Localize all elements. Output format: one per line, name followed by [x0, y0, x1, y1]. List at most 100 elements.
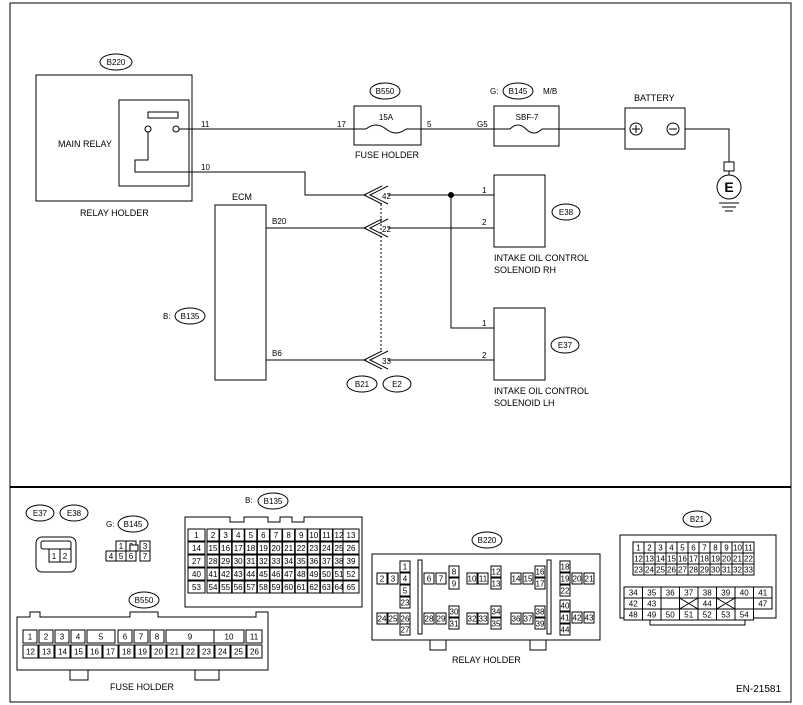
b135-pin-22: 22 — [297, 544, 306, 553]
b135-pin-64: 64 — [335, 583, 344, 592]
b220-pin-41: 41 — [561, 614, 570, 623]
b550-pin-5-cell — [86, 629, 116, 644]
b550-pin-19-cell — [134, 644, 151, 659]
b135-pin-57: 57 — [246, 583, 255, 592]
b21-pin-2: 2 — [647, 544, 652, 553]
b21-pin-24: 24 — [645, 566, 654, 575]
b135-pin-13-cell — [342, 528, 360, 542]
b550-pin-12-cell — [22, 644, 39, 659]
b135-face-prefix: B: — [245, 496, 253, 505]
b220-pin-29-cell — [435, 612, 447, 625]
mb-prefix: G: — [490, 87, 498, 96]
b21-pin-4: 4 — [669, 544, 674, 553]
b550-pin-15: 15 — [74, 648, 83, 657]
b135-pin-51: 51 — [335, 570, 344, 579]
relay-holder: B220 MAIN RELAY RELAY HOLDER 11 10 — [35, 53, 210, 218]
b145-face-tag — [117, 515, 149, 533]
b135-pin-40-cell — [187, 567, 206, 581]
b550-pin-26: 26 — [250, 648, 259, 657]
b135-pin-33-cell — [269, 554, 283, 568]
mb-pin-g5: G5 — [477, 120, 488, 129]
b220-pin-25: 25 — [389, 615, 398, 624]
b135-pin-50-cell — [319, 567, 333, 581]
b21-pin-42: 42 — [629, 600, 638, 609]
ecm-box — [214, 204, 267, 381]
fuse-pin-17: 17 — [337, 120, 346, 129]
b220-pin-11-cell — [477, 572, 489, 585]
b135-pin-43-cell — [231, 567, 245, 581]
b220-pin-27: 27 — [401, 626, 410, 635]
b21-pin-1: 1 — [636, 544, 641, 553]
b220-rib — [546, 559, 552, 635]
b21-pin-48: 48 — [629, 611, 638, 620]
solenoid-rh-box — [493, 174, 546, 248]
b550-pin-18: 18 — [122, 648, 131, 657]
b21-pin-11: 11 — [744, 544, 753, 553]
b21-pin-47: 47 — [758, 600, 767, 609]
chev-33-a — [362, 350, 383, 370]
b135-pin-63: 63 — [322, 583, 331, 592]
e37-label: E37 — [558, 341, 573, 350]
b145-pin-4: 4 — [109, 552, 114, 561]
b135-pin-52: 52 — [347, 570, 356, 579]
b220-pin-1: 1 — [403, 563, 408, 572]
b220-pin-13-cell — [490, 577, 502, 590]
b220-pin-35: 35 — [492, 620, 501, 629]
b135-pin-30-cell — [231, 554, 245, 568]
b220-pin-34-cell — [490, 605, 502, 618]
joint-22-label: 22 — [382, 225, 391, 234]
b135-pin-59-cell — [269, 580, 283, 594]
b550-pin-16-cell — [86, 644, 103, 659]
joint-42: 42 — [362, 185, 391, 205]
b550-pin-2-cell — [38, 629, 54, 644]
b135-pin-30: 30 — [234, 557, 243, 566]
b220-pin-17-cell — [534, 577, 546, 590]
b21-pin-7: 7 — [702, 544, 707, 553]
b550-pin-15-cell — [70, 644, 87, 659]
b550-pin-6-cell — [117, 629, 133, 644]
relay-coil-wire — [134, 132, 189, 173]
e3738-pin-1: 1 — [52, 552, 57, 561]
b135-pin-58: 58 — [259, 583, 268, 592]
b220-pin-11: 11 — [479, 575, 488, 584]
b135-pin-10-cell — [307, 528, 321, 542]
joint-33: 33 — [362, 350, 391, 370]
b550-pin-21: 21 — [170, 648, 179, 657]
b135-pin-42-cell — [219, 567, 233, 581]
b135-pin-20-cell — [269, 541, 283, 555]
b550-pin-25: 25 — [234, 648, 243, 657]
solenoid-rh: 1 2 E38 INTAKE OIL CONTROL SOLENOID RH — [482, 174, 589, 275]
e3738-pin-2: 2 — [63, 552, 68, 561]
b220-pin-2-cell — [376, 572, 388, 585]
b220-pin-44-cell — [559, 623, 571, 636]
b21-pin-31: 31 — [722, 566, 731, 575]
b220-pin-36: 36 — [512, 615, 521, 624]
b220-foot-left — [429, 639, 447, 651]
b220-pin-14-cell — [510, 572, 522, 585]
mb-suffix: M/B — [543, 87, 557, 96]
b135-pin-31: 31 — [246, 557, 255, 566]
b135-pin-28: 28 — [209, 557, 218, 566]
b135-pin-15: 15 — [209, 544, 218, 553]
b135-pin-29-cell — [219, 554, 233, 568]
earth-label: E — [724, 179, 733, 195]
b135-pin-36: 36 — [309, 557, 318, 566]
mb-box — [493, 105, 560, 147]
b21-pin-14: 14 — [656, 555, 665, 564]
b220-pin-30: 30 — [450, 608, 459, 617]
b135-pin-1: 1 — [194, 531, 199, 540]
b135-pin-39-cell — [342, 554, 360, 568]
b135-pin-55-cell — [219, 580, 233, 594]
b145-pin-3: 3 — [143, 542, 148, 551]
b135-pin-56-cell — [231, 580, 245, 594]
b550-pin-25-cell — [230, 644, 247, 659]
b135-pin-1-cell — [187, 528, 206, 542]
b135-pin-31-cell — [244, 554, 258, 568]
b550-pin-21-cell — [166, 644, 183, 659]
e2-tag — [382, 375, 412, 393]
b135-pin-47: 47 — [284, 570, 293, 579]
ecm-pin-b20: B20 — [272, 217, 287, 226]
b21-blank-cell — [734, 597, 754, 610]
b135-pin-40: 40 — [192, 570, 201, 579]
b135-pin-29: 29 — [221, 557, 230, 566]
